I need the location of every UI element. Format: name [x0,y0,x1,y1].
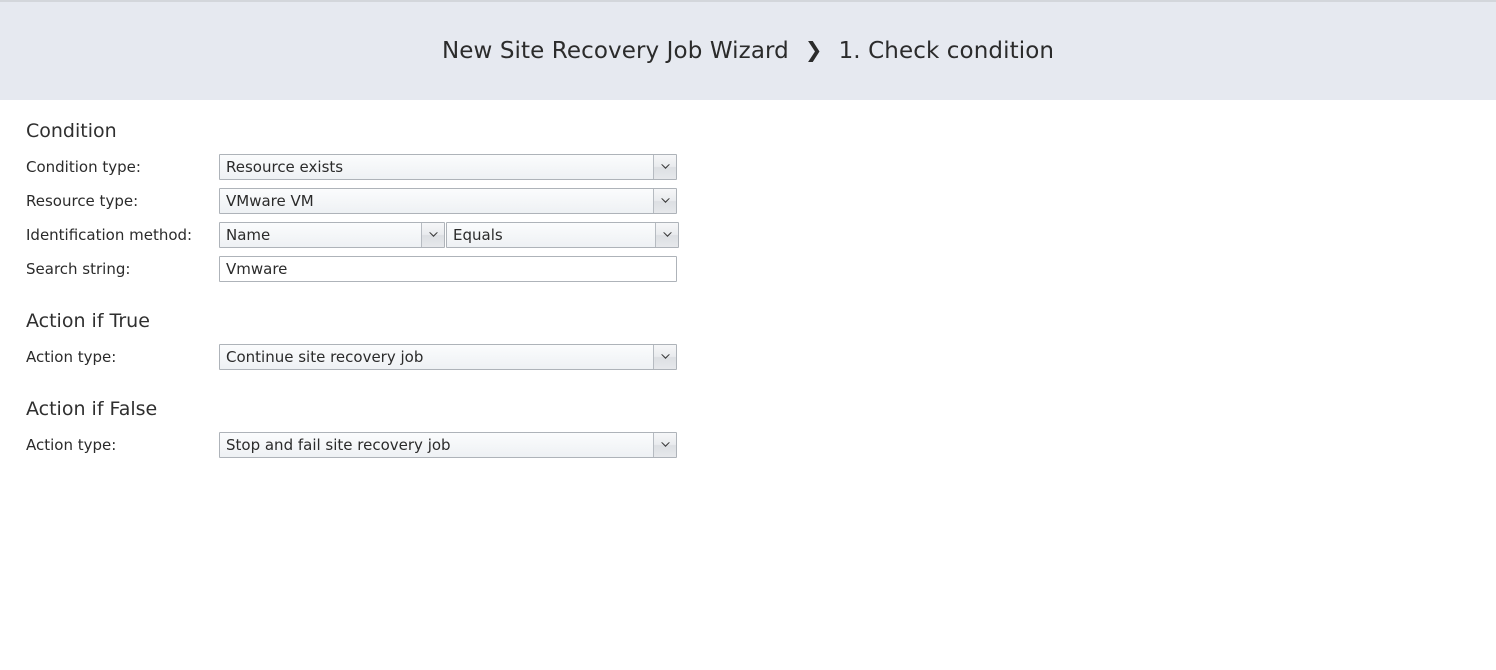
field-row-action-type-true: Action type: Continue site recovery job [26,340,1496,374]
field-row-search-string: Search string: [26,252,1496,286]
wizard-title: New Site Recovery Job Wizard [441,38,789,64]
breadcrumb-chevron-right-icon: ❯ [804,37,823,62]
label-identification-method: Identification method: [26,226,193,244]
label-resource-type: Resource type: [26,192,139,210]
wizard-header: New Site Recovery Job Wizard ❯ 1. Check … [0,0,1496,100]
field-row-condition-type: Condition type: Resource exists [26,150,1496,184]
chevron-down-icon[interactable] [421,223,444,247]
field-row-resource-type: Resource type: VMware VM [26,184,1496,218]
select-condition-type-value: Resource exists [220,155,653,179]
section-title-condition: Condition [26,120,117,142]
select-resource-type[interactable]: VMware VM [219,188,677,214]
label-search-string: Search string: [26,260,131,278]
chevron-down-icon[interactable] [653,433,676,457]
section-title-action-if-false: Action if False [26,398,158,420]
chevron-down-icon[interactable] [653,155,676,179]
wizard-form-body: Condition Condition type: Resource exist… [0,100,1496,670]
label-condition-type: Condition type: [26,158,141,176]
select-action-type-false[interactable]: Stop and fail site recovery job [219,432,677,458]
select-identification-method[interactable]: Name [219,222,445,248]
search-string-input[interactable] [219,256,677,282]
chevron-down-icon[interactable] [653,345,676,369]
chevron-down-icon[interactable] [655,223,678,247]
label-action-type-true: Action type: [26,348,117,366]
select-resource-type-value: VMware VM [220,189,653,213]
select-condition-type[interactable]: Resource exists [219,154,677,180]
breadcrumb: New Site Recovery Job Wizard ❯ 1. Check … [442,38,1054,64]
select-identification-method-value: Name [220,223,421,247]
select-action-type-true-value: Continue site recovery job [220,345,653,369]
select-identification-operator[interactable]: Equals [446,222,679,248]
field-row-identification-method: Identification method: Name Equals [26,218,1496,252]
breadcrumb-step-label: 1. Check condition [838,38,1055,64]
section-title-action-if-true: Action if True [26,310,150,332]
select-action-type-false-value: Stop and fail site recovery job [220,433,653,457]
chevron-down-icon[interactable] [653,189,676,213]
label-action-type-false: Action type: [26,436,117,454]
field-row-action-type-false: Action type: Stop and fail site recovery… [26,428,1496,462]
select-identification-operator-value: Equals [447,223,655,247]
select-action-type-true[interactable]: Continue site recovery job [219,344,677,370]
